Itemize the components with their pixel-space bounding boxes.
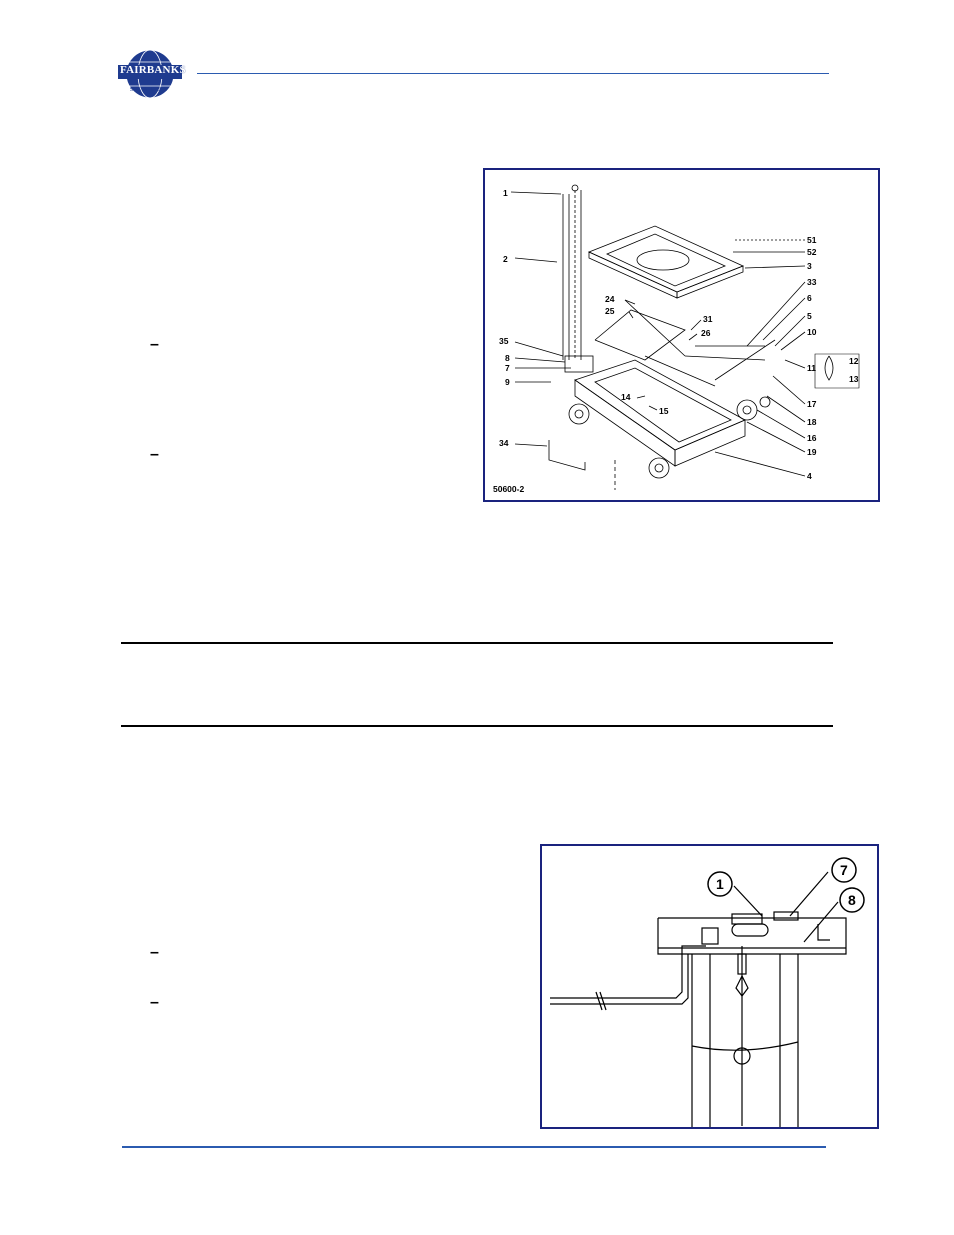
callout-13: 13 <box>849 374 859 384</box>
section-rule-top <box>121 642 833 644</box>
callout-14: 14 <box>621 392 631 402</box>
callout-19: 19 <box>807 447 817 457</box>
callout-7: 7 <box>840 862 848 878</box>
callout-26: 26 <box>701 328 711 338</box>
callout-4: 4 <box>807 471 812 481</box>
fairbanks-logo: FAIRBANKS SCALES <box>118 48 186 104</box>
callout-6: 6 <box>807 293 812 303</box>
callout-9: 9 <box>505 377 510 387</box>
callout-1: 1 <box>503 188 508 198</box>
detail-view-figure: 1 7 8 <box>540 844 879 1129</box>
callout-51: 51 <box>807 235 817 245</box>
callout-25: 25 <box>605 306 615 316</box>
callout-16: 16 <box>807 433 817 443</box>
callout-10: 10 <box>807 327 817 337</box>
callout-12: 12 <box>849 356 859 366</box>
callout-52: 52 <box>807 247 817 257</box>
callout-35: 35 <box>499 336 509 346</box>
callout-34: 34 <box>499 438 509 448</box>
callout-17: 17 <box>807 399 817 409</box>
logo-wordmark: FAIRBANKS <box>120 64 186 76</box>
callout-2: 2 <box>503 254 508 264</box>
callout-15: 15 <box>659 406 669 416</box>
callout-11: 11 <box>807 363 816 373</box>
callout-24: 24 <box>605 294 615 304</box>
figure-code: 50600-2 <box>493 484 524 494</box>
bullet-dash: – <box>150 994 159 1011</box>
header-rule <box>197 73 829 74</box>
callout-3: 3 <box>807 261 812 271</box>
globe-icon <box>118 49 182 99</box>
callout-5: 5 <box>807 311 812 321</box>
detail-view-drawing: 1 7 8 <box>550 857 865 1127</box>
callout-31: 31 <box>703 314 713 324</box>
bullet-dash: – <box>150 944 159 961</box>
exploded-view-figure: 1 2 35 8 7 9 34 24 25 31 26 33 6 5 10 11… <box>483 168 880 502</box>
callout-18: 18 <box>807 417 817 427</box>
callout-1: 1 <box>716 876 724 892</box>
footer-rule <box>122 1146 826 1148</box>
bullet-dash: – <box>150 446 159 463</box>
callout-8: 8 <box>505 353 510 363</box>
callout-8: 8 <box>848 892 856 908</box>
callout-7: 7 <box>505 363 510 373</box>
callout-33: 33 <box>807 277 817 287</box>
logo-subtitle: SCALES <box>129 87 171 93</box>
bullet-dash: – <box>150 336 159 353</box>
section-rule-bottom <box>121 725 833 727</box>
exploded-view-drawing: 1 2 35 8 7 9 34 24 25 31 26 33 6 5 10 11… <box>493 184 860 494</box>
